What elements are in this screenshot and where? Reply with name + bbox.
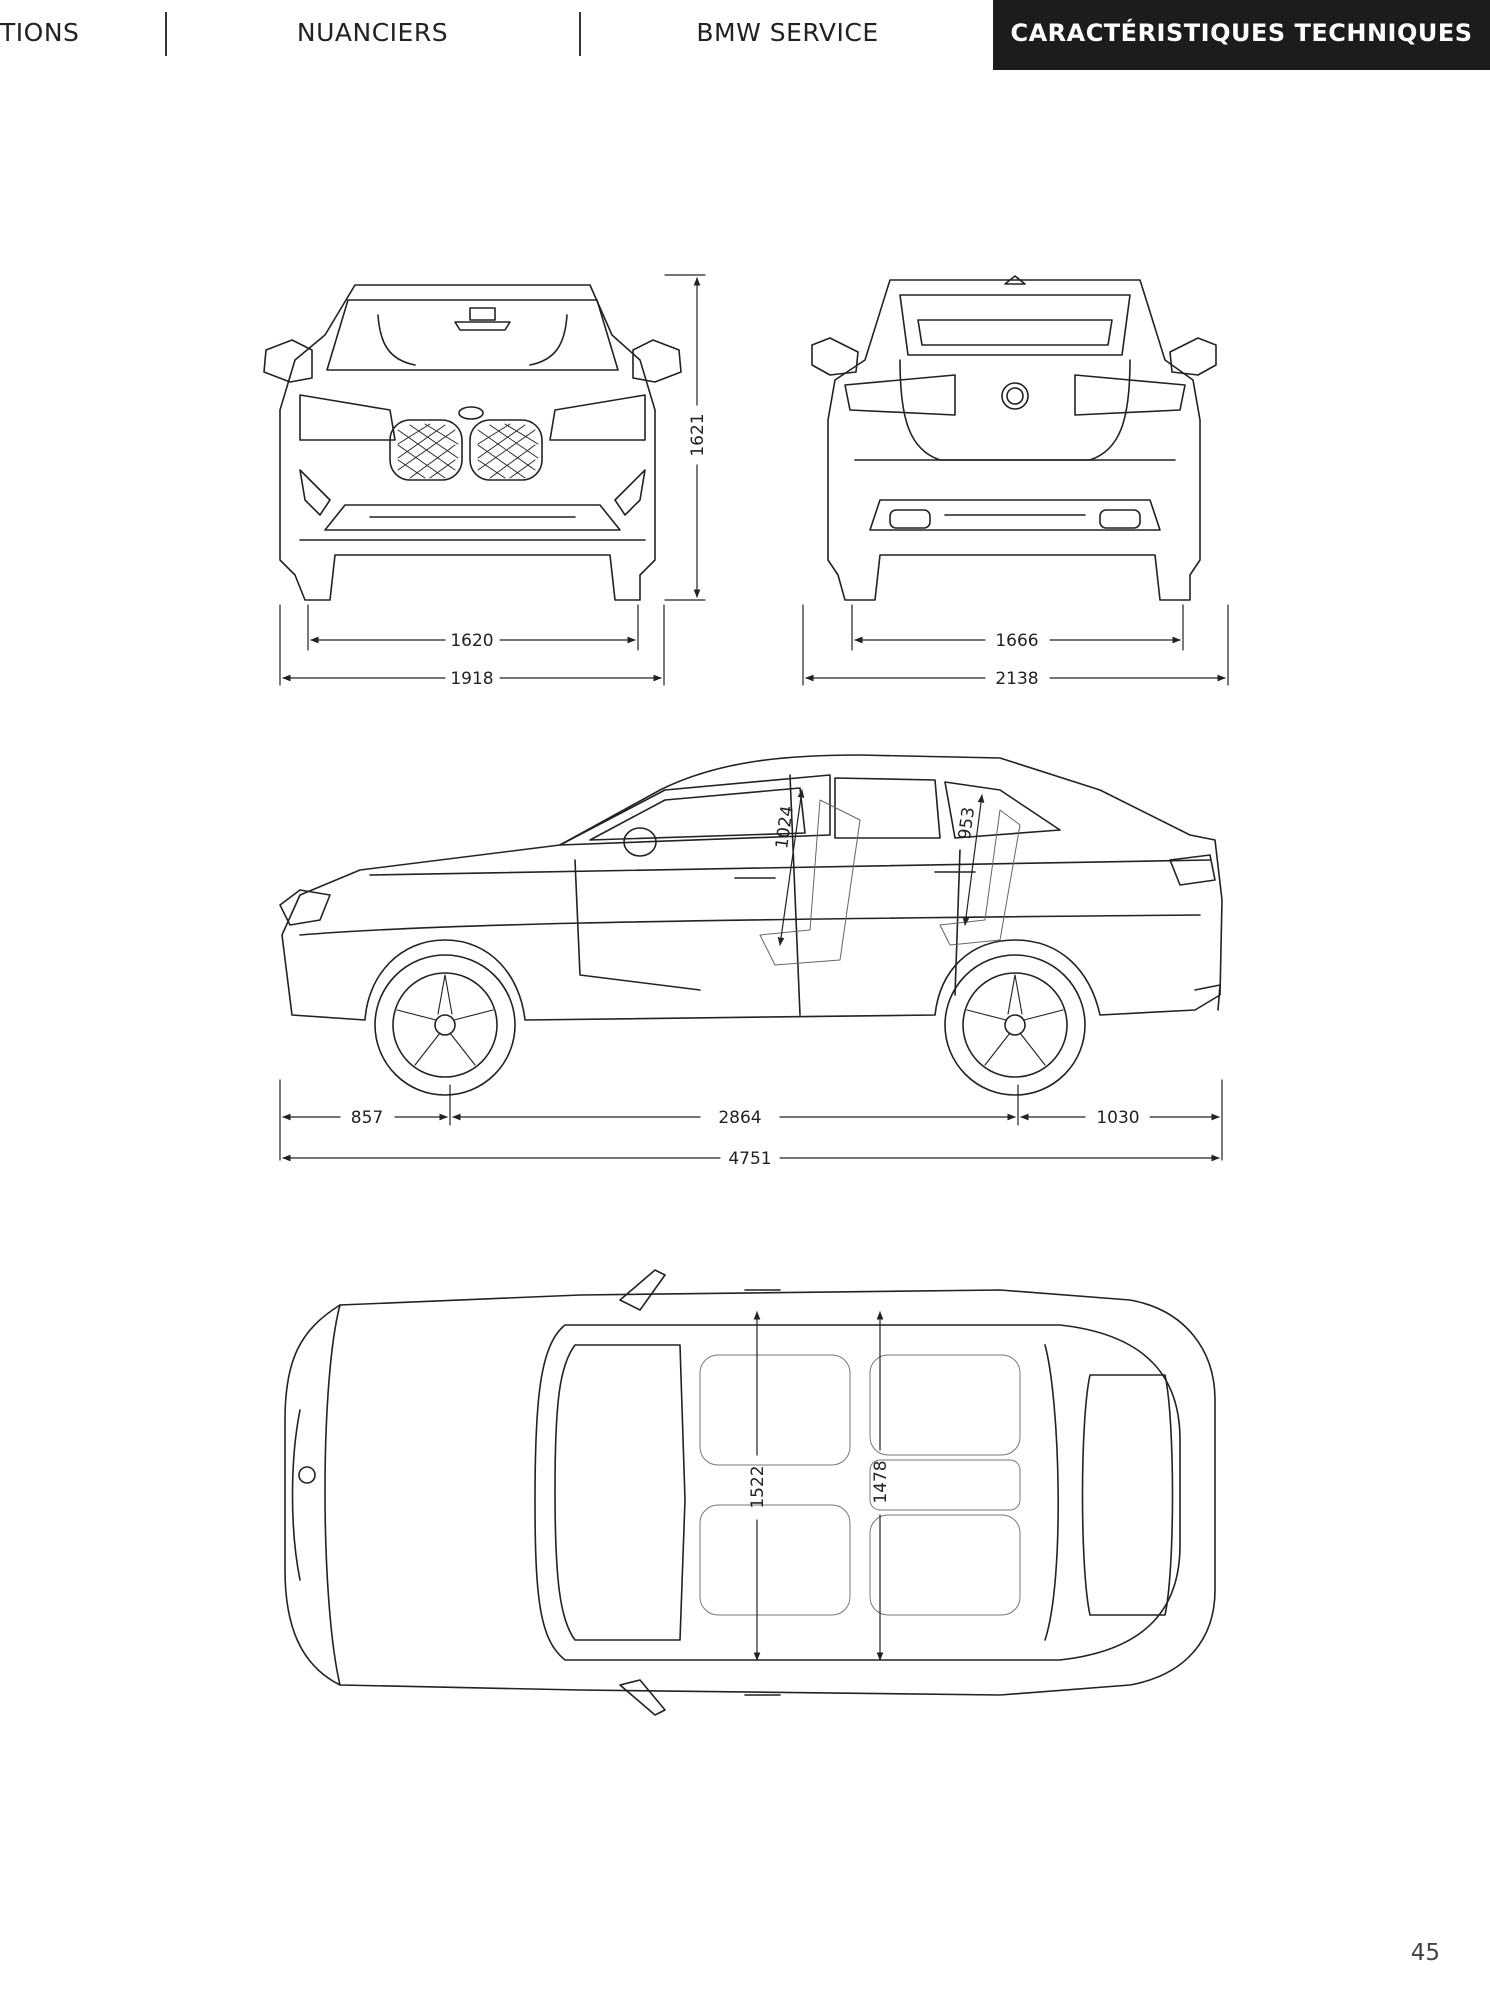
rear-overhang-label: 1030 [1096, 1108, 1139, 1128]
rear-width-label: 2138 [995, 669, 1038, 689]
front-height-label: 1621 [688, 413, 708, 456]
top-dimension-lines [753, 1311, 884, 1661]
nav-divider [579, 12, 581, 56]
tab-options[interactable]: TIONS [0, 18, 80, 47]
front-dimension-lines [279, 274, 706, 686]
tab-bmw-service[interactable]: BMW SERVICE [696, 18, 879, 47]
front-track-label: 1620 [450, 631, 493, 651]
front-width-label: 1918 [450, 669, 493, 689]
wheelbase-label: 2864 [718, 1108, 761, 1128]
top-navigation: TIONS NUANCIERS BMW SERVICE CARACTÉRISTI… [0, 0, 1490, 70]
tab-nuanciers[interactable]: NUANCIERS [296, 18, 449, 47]
rear-track-label: 1666 [995, 631, 1038, 651]
nav-divider [165, 12, 167, 56]
rear-view-drawing [811, 275, 1217, 601]
side-view-drawing [279, 754, 1223, 1096]
total-length-label: 4751 [728, 1149, 771, 1169]
front-view-drawing [263, 284, 682, 601]
front-shoulder-width-label: 1522 [748, 1465, 768, 1508]
page-number: 45 [1410, 1940, 1440, 1966]
top-view-drawing [284, 1269, 1216, 1716]
rear-headroom-label: 953 [955, 806, 979, 841]
front-overhang-label: 857 [351, 1108, 383, 1128]
rear-dimension-lines [802, 604, 1229, 686]
rear-shoulder-width-label: 1478 [871, 1460, 891, 1503]
tab-caracteristiques-techniques[interactable]: CARACTÉRISTIQUES TECHNIQUES [993, 0, 1490, 70]
side-dimension-lines [279, 789, 1223, 1162]
